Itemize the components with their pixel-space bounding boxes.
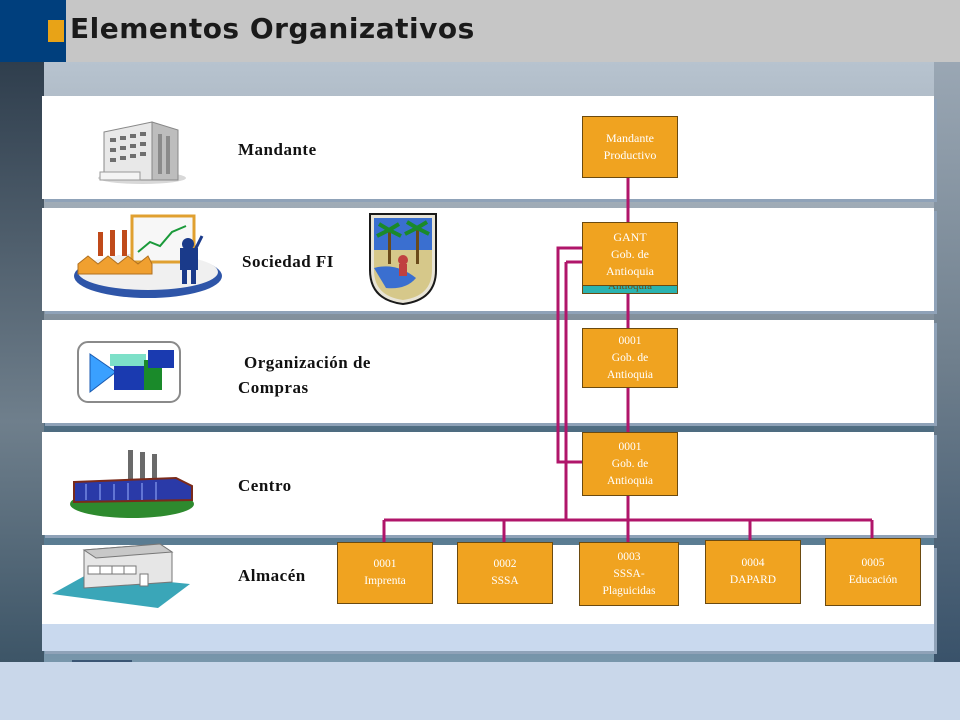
node-centro: 0001 Gob. de Antioquia xyxy=(582,432,678,496)
node-sociedad-gant: GANT Gob. de Antioquia xyxy=(582,222,678,286)
office-building-icon xyxy=(98,121,186,184)
factory-icon xyxy=(70,450,194,518)
footer-line xyxy=(72,660,132,662)
band-almacen-footer xyxy=(42,624,934,651)
band-organizacion xyxy=(42,320,934,423)
label-almacen: Almacén xyxy=(238,566,306,585)
band-centro xyxy=(42,432,934,535)
node-almacen-plaguicidas: 0003 SSSA- Plaguicidas xyxy=(579,542,679,606)
label-sociedad-fi: Sociedad FI xyxy=(242,252,334,271)
label-organizacion-line2: Compras xyxy=(238,378,309,397)
title-bar: Elementos Organizativos xyxy=(0,0,960,62)
node-almacen-imprenta: 0001 Imprenta xyxy=(337,542,433,604)
node-almacen-educacion: 0005 Educación xyxy=(825,538,921,606)
label-mandante: Mandante xyxy=(238,140,317,159)
warehouse-icon xyxy=(52,543,190,608)
coat-of-arms-icon xyxy=(366,210,440,306)
node-mandante-productivo: Mandante Productivo xyxy=(582,116,678,178)
node-organizacion-compras: 0001 Gob. de Antioquia xyxy=(582,328,678,388)
node-almacen-sssa: 0002 SSSA xyxy=(457,542,553,604)
factory-chart-icon xyxy=(74,214,222,298)
footer-area xyxy=(0,662,960,720)
label-centro: Centro xyxy=(238,476,292,495)
title-bullet xyxy=(48,20,64,42)
purchasing-icon xyxy=(77,341,181,403)
label-organizacion-line1: Organización de xyxy=(244,353,371,372)
background-left-strip xyxy=(0,62,44,662)
band-mandante xyxy=(42,96,934,199)
node-almacen-dapard: 0004 DAPARD xyxy=(705,540,801,604)
background-right-strip xyxy=(934,62,960,662)
page-title: Elementos Organizativos xyxy=(70,12,475,45)
